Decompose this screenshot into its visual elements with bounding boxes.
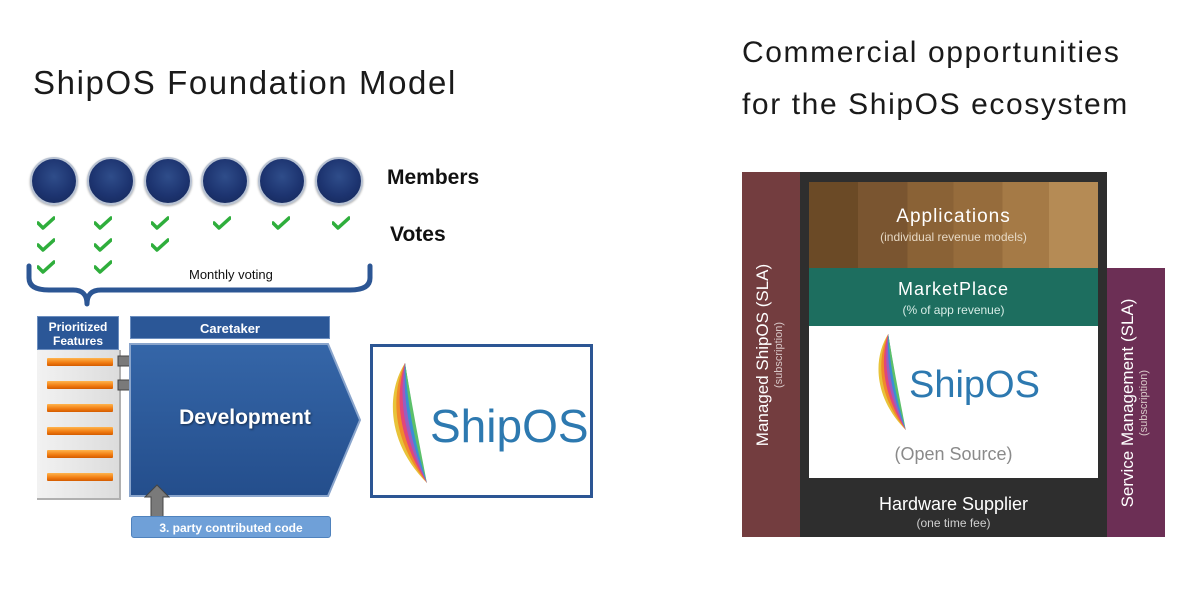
- caretaker-header: Caretaker: [130, 316, 330, 339]
- check-icon: [272, 216, 290, 230]
- foundation-model-title: ShipOS Foundation Model: [33, 64, 457, 101]
- check-icon: [213, 216, 231, 230]
- feature-bar: [47, 358, 113, 366]
- development-block: [129, 343, 362, 497]
- managed-shipos-title: Managed ShipOS (SLA): [753, 263, 772, 447]
- hardware-supplier-title: Hardware Supplier: [878, 494, 1029, 514]
- hardware-supplier-sub: (one time fee): [916, 516, 991, 530]
- managed-shipos-column: Managed ShipOS (SLA) (subscription): [742, 172, 800, 537]
- member-circle: [87, 157, 135, 205]
- applications-sub: (individual revenue models): [880, 230, 1027, 244]
- marketplace-title: MarketPlace: [897, 279, 1010, 299]
- votes-label: Votes: [390, 223, 446, 246]
- service-management-sub: (subscription): [1138, 369, 1150, 437]
- contributed-code-label: 3. party contributed code: [131, 516, 331, 538]
- managed-shipos-sub: (subscription): [773, 321, 785, 389]
- monthly-voting-label: Monthly voting: [189, 267, 273, 282]
- shipos-logo-box: ShipOS: [370, 344, 593, 498]
- service-management-labels: Service Management (SLA) (subscription): [1118, 268, 1154, 538]
- shipos-logo-text: ShipOS: [909, 364, 1040, 406]
- check-icon: [151, 238, 169, 252]
- sail-logo-icon: [392, 363, 427, 483]
- service-management-title: Service Management (SLA): [1118, 298, 1137, 508]
- check-icon: [332, 216, 350, 230]
- feature-bar: [47, 450, 113, 458]
- open-source-label: (Open Source): [894, 444, 1013, 464]
- prioritized-features-header: Prioritized Features: [37, 316, 119, 350]
- applications-block: Applications (individual revenue models): [809, 182, 1098, 268]
- members-label: Members: [387, 166, 480, 189]
- member-circle: [258, 157, 306, 205]
- feature-bar: [47, 473, 113, 481]
- feature-bar: [47, 404, 113, 412]
- monthly-voting-brace: [26, 263, 373, 307]
- marketplace-block: MarketPlace (% of app revenue): [809, 268, 1098, 326]
- arrow-up-icon: [144, 484, 170, 518]
- shipos-logo-text: ShipOS: [430, 400, 589, 452]
- member-circle: [144, 157, 192, 205]
- sail-logo-icon: [878, 334, 906, 430]
- check-icon: [94, 260, 112, 274]
- check-icon: [37, 216, 55, 230]
- commercial-title-line1: Commercial opportunities: [742, 36, 1121, 69]
- marketplace-sub: (% of app revenue): [902, 303, 1005, 317]
- shipos-open-source-block: ShipOS (Open Source): [809, 326, 1098, 478]
- commercial-title-line2: for the ShipOS ecosystem: [742, 88, 1129, 121]
- check-icon: [151, 216, 169, 230]
- development-label: Development: [179, 406, 311, 429]
- check-icon: [94, 238, 112, 252]
- check-icon: [37, 260, 55, 274]
- check-icon: [37, 238, 55, 252]
- member-circle: [201, 157, 249, 205]
- member-circle: [315, 157, 363, 205]
- check-icon: [94, 216, 112, 230]
- feature-bar: [47, 381, 113, 389]
- applications-title: Applications: [896, 206, 1011, 227]
- feature-bar: [47, 427, 113, 435]
- managed-shipos-labels: Managed ShipOS (SLA) (subscription): [753, 173, 789, 537]
- service-management-column: Service Management (SLA) (subscription): [1107, 268, 1165, 537]
- member-circle: [30, 157, 78, 205]
